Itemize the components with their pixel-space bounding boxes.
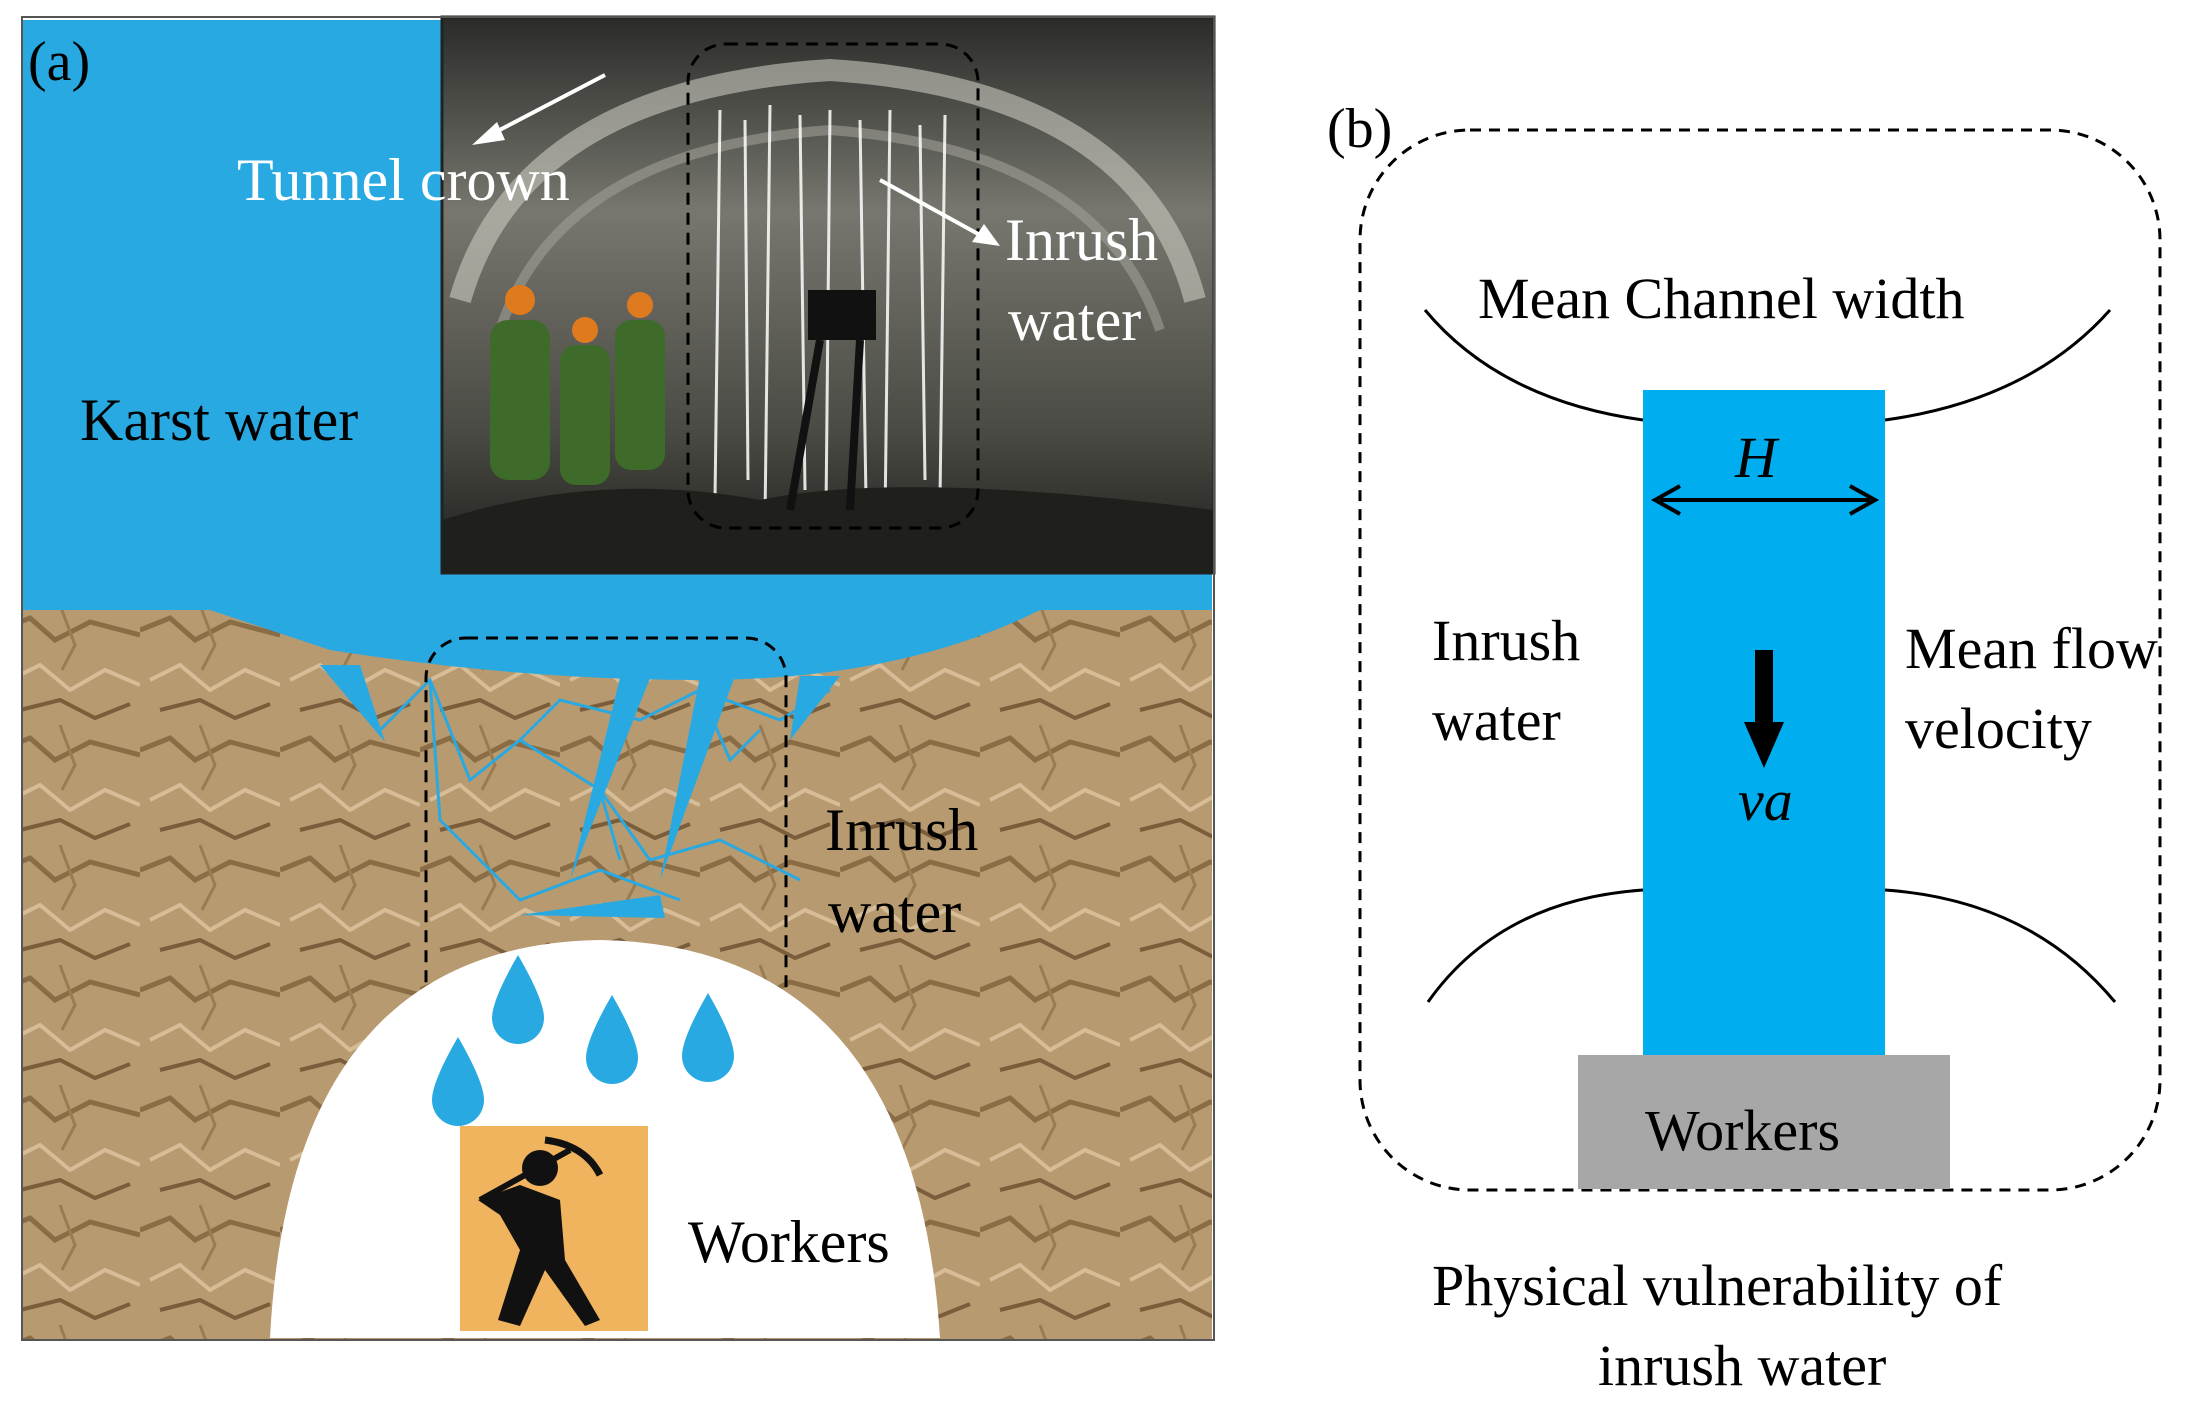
workers-label-a: Workers — [688, 1209, 890, 1275]
workers-block — [1578, 1055, 1950, 1189]
tunnel-crown-label: Tunnel crown — [237, 147, 570, 213]
tunnel-crown-arrow — [472, 73, 606, 145]
mean-flow-label-2: velocity — [1905, 696, 2092, 761]
panel-b-label: (b) — [1327, 98, 1392, 160]
panel-a — [21, 15, 1216, 1341]
velocity-arrow — [1744, 650, 1784, 768]
workers-label-b: Workers — [1645, 1098, 1840, 1163]
channel-curves — [1423, 309, 2117, 1003]
photo-inrush-label-1: Inrush — [1005, 207, 1158, 273]
h-symbol: H — [1734, 425, 1780, 490]
photo-inrush-box — [686, 42, 980, 530]
worker-icon — [460, 1126, 648, 1331]
inrush-water-label-b1: Inrush — [1432, 608, 1580, 673]
panel-b-dashed-frame — [1358, 128, 2162, 1192]
width-arrow — [1650, 484, 1880, 516]
va-symbol: va — [1738, 768, 1793, 833]
inrush-water-label-b2: water — [1432, 688, 1561, 753]
mean-channel-width-label: Mean Channel width — [1478, 266, 1964, 331]
caption-line-1: Physical vulnerability of — [1432, 1253, 2003, 1318]
tunnel-photo — [440, 15, 1216, 575]
mean-flow-label-1: Mean flow — [1905, 616, 2158, 681]
water-drops — [432, 955, 734, 1126]
fissure-channels — [320, 665, 840, 918]
inrush-water-label-1: Inrush — [825, 797, 978, 863]
photo-inrush-label-2: water — [1008, 287, 1141, 353]
panel-b — [1358, 128, 2162, 1192]
caption-line-2: inrush water — [1598, 1333, 1886, 1398]
karst-water-label: Karst water — [80, 387, 358, 453]
inrush-water-label-2: water — [828, 879, 961, 945]
inrush-water-arrow — [879, 178, 1000, 246]
panel-a-label: (a) — [28, 31, 90, 93]
